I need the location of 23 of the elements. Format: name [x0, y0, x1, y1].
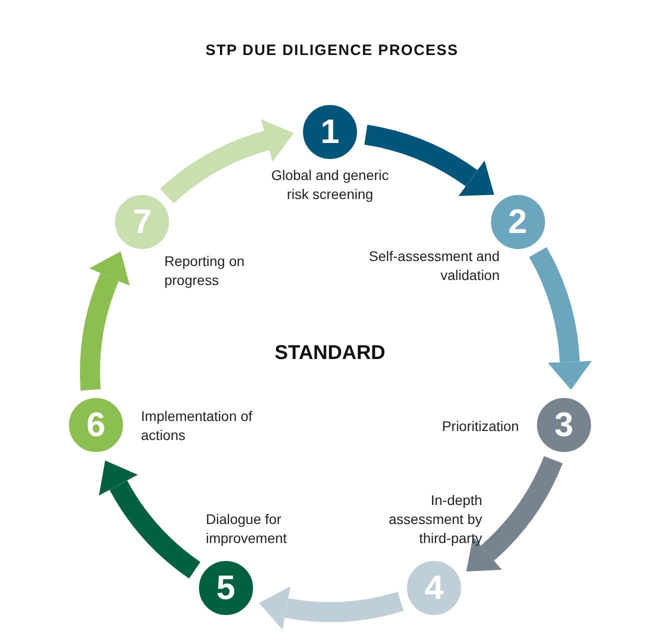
- step-caption: Self-assessment and validation: [368, 247, 500, 286]
- step-caption: In-depth assessment by third-party: [388, 491, 482, 548]
- step-caption: Prioritization: [440, 417, 519, 436]
- arrow: [80, 250, 130, 390]
- arrow: [364, 124, 496, 197]
- arrow: [100, 461, 201, 578]
- arrow: [467, 456, 562, 573]
- step-number: 2: [508, 205, 528, 240]
- arrow: [258, 586, 404, 630]
- step-caption: Reporting on progress: [164, 252, 246, 290]
- step-number: 6: [86, 408, 106, 442]
- step-number: 5: [216, 571, 236, 606]
- center-label: STANDARD: [274, 342, 386, 365]
- step-number: 3: [554, 408, 574, 442]
- arrow: [160, 120, 294, 204]
- step-number: 1: [320, 115, 340, 149]
- step-caption: Implementation of actions: [141, 407, 254, 446]
- step-caption: Dialogue for improvement: [206, 510, 288, 548]
- step-number: 4: [424, 571, 444, 606]
- arrow: [528, 248, 592, 390]
- diagram-title: STP DUE DILIGENCE PROCESS: [204, 42, 460, 59]
- step-caption: Global and generic risk screening: [270, 166, 390, 204]
- step-number: 7: [132, 205, 152, 240]
